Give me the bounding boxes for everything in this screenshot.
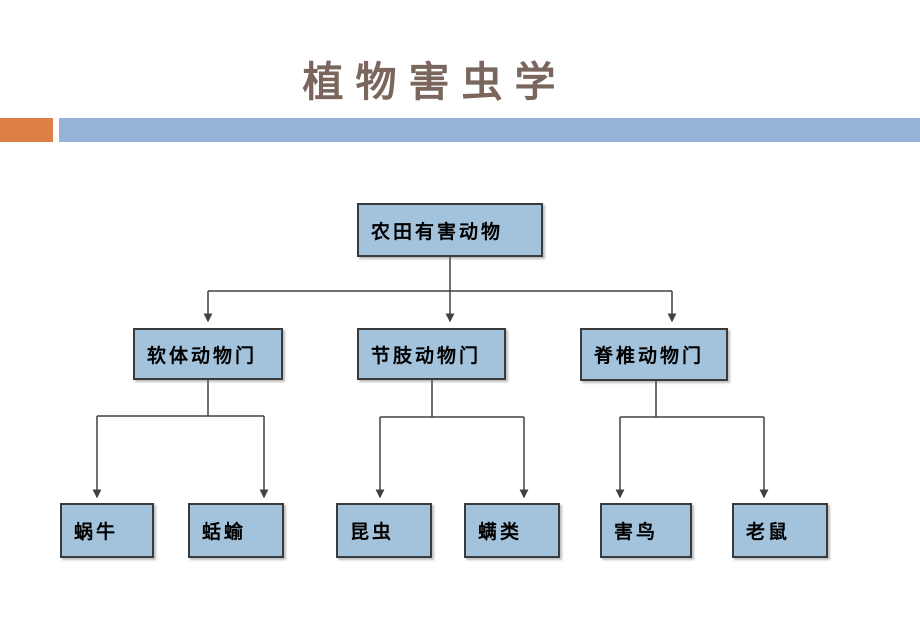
slide-title: 植物害虫学 bbox=[302, 58, 568, 106]
node-label: 老鼠 bbox=[746, 521, 791, 543]
node-label: 螨类 bbox=[478, 521, 523, 543]
node-insect: 昆虫 bbox=[336, 503, 432, 558]
node-label: 蜗牛 bbox=[74, 521, 119, 543]
node-label: 昆虫 bbox=[350, 521, 395, 543]
node-label: 软体动物门 bbox=[147, 344, 258, 367]
decoration-orange-block bbox=[0, 118, 53, 142]
node-label: 农田有害动物 bbox=[371, 220, 504, 243]
node-label: 节肢动物门 bbox=[371, 344, 482, 367]
node-slug: 蛞蝓 bbox=[188, 503, 284, 558]
node-rat: 老鼠 bbox=[732, 503, 828, 558]
node-arthropoda-phylum: 节肢动物门 bbox=[357, 328, 506, 380]
node-root-farmland-harmful-animals: 农田有害动物 bbox=[357, 203, 543, 257]
node-label: 蛞蝓 bbox=[202, 521, 247, 543]
node-mite: 螨类 bbox=[464, 503, 560, 558]
decoration-blue-bar bbox=[59, 118, 920, 142]
node-label: 害鸟 bbox=[614, 521, 659, 543]
node-vertebrata-phylum: 脊椎动物门 bbox=[580, 328, 728, 381]
decoration-band bbox=[0, 118, 920, 142]
node-snail: 蜗牛 bbox=[60, 503, 154, 558]
node-label: 脊椎动物门 bbox=[594, 345, 705, 367]
connector-group bbox=[92, 257, 769, 499]
node-mollusca-phylum: 软体动物门 bbox=[133, 328, 283, 380]
node-harmful-bird: 害鸟 bbox=[600, 503, 692, 558]
